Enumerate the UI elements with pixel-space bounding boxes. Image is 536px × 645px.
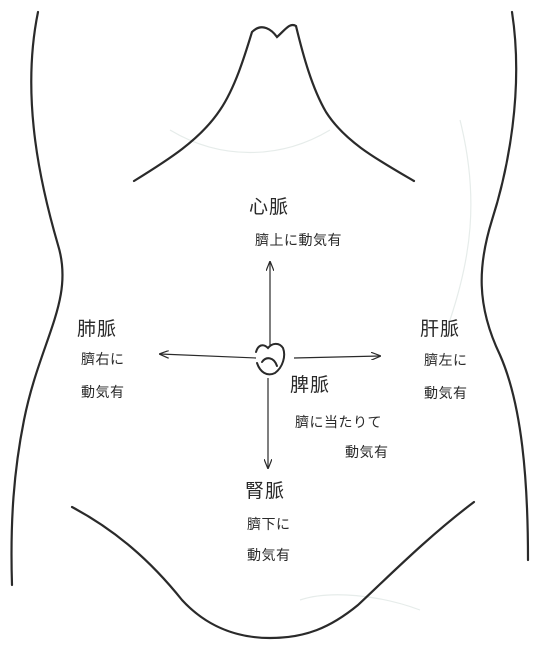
heart-pulse-desc: 臍上に動気有 xyxy=(255,233,342,249)
torso-outline xyxy=(10,10,530,640)
spleen-pulse-name: 脾脈 xyxy=(290,374,331,396)
right-body-contour xyxy=(480,10,530,562)
kidney-pulse-desc-2: 動気有 xyxy=(247,548,291,564)
spleen-pulse-desc-1: 臍に当たりて xyxy=(295,415,382,431)
navel-icon xyxy=(255,342,286,376)
liver-pulse-desc-1: 臍左に xyxy=(424,353,468,369)
lower-abdomen-contour xyxy=(70,500,476,640)
faint-background-lines xyxy=(169,119,472,611)
lung-pulse-name: 肺脈 xyxy=(77,318,118,340)
ribcage-arch xyxy=(132,23,416,183)
lung-pulse-desc-2: 動気有 xyxy=(81,385,125,401)
kidney-pulse-name: 腎脈 xyxy=(245,480,286,502)
left-body-contour xyxy=(10,10,64,587)
arrow-left xyxy=(160,354,257,359)
liver-pulse-name: 肝脈 xyxy=(420,318,461,340)
lung-pulse-desc-1: 臍右に xyxy=(81,352,125,368)
heart-pulse-name: 心脈 xyxy=(249,196,290,218)
arrow-right xyxy=(293,356,380,358)
kidney-pulse-desc-1: 臍下に xyxy=(247,517,291,533)
spleen-pulse-desc-2: 動気有 xyxy=(345,445,389,461)
liver-pulse-desc-2: 動気有 xyxy=(424,386,468,402)
direction-arrows xyxy=(160,262,380,468)
